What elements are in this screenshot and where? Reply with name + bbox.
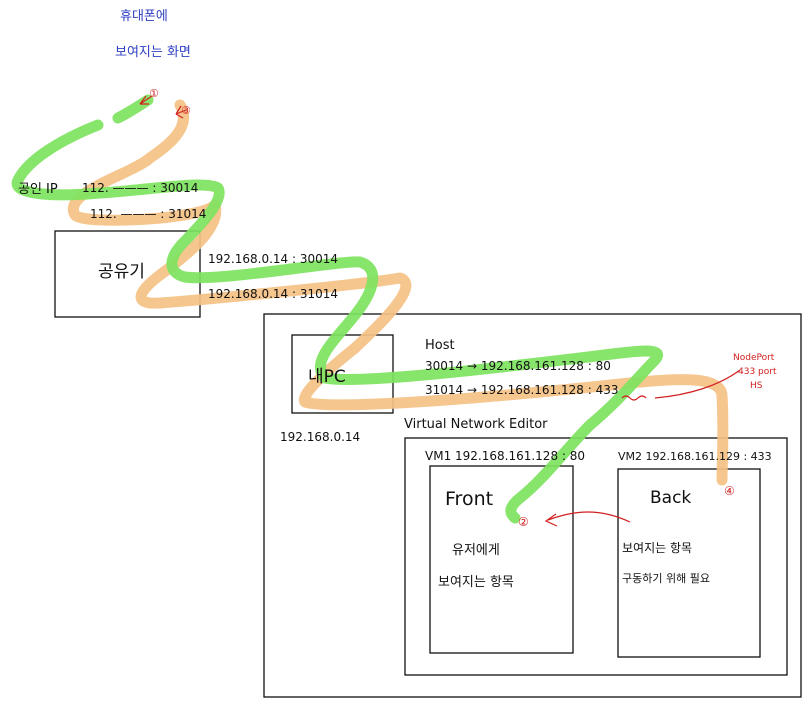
- vm1-desc-line1: 유저에게: [452, 543, 500, 558]
- my-pc-label: 내PC: [308, 367, 346, 387]
- public-ip-label: 공인 IP: [18, 182, 58, 197]
- router-green-port: 192.168.0.14 : 30014: [208, 252, 338, 266]
- nodeport-pointer-line: [654, 369, 741, 399]
- step1-marker: ①: [149, 87, 159, 100]
- my-pc-ip: 192.168.0.14: [280, 430, 360, 444]
- virtual-network-editor-label: Virtual Network Editor: [404, 417, 548, 432]
- green-traffic-path-2: [11, 119, 663, 524]
- nodeport-note-line3: HS: [750, 381, 763, 391]
- router-label: 공유기: [98, 262, 145, 282]
- vmware-box: [404, 437, 788, 676]
- host-box: [263, 313, 802, 698]
- green-traffic-path: [112, 94, 154, 124]
- vm1-box: [429, 465, 574, 654]
- vm1-app-name: Front: [445, 488, 493, 510]
- host-label: Host: [425, 338, 455, 353]
- step3-arrow: [175, 105, 187, 119]
- host-green-port-map: 30014 → 192.168.161.128 : 80: [425, 359, 611, 373]
- router-orange-port: 192.168.0.14 : 31014: [208, 287, 338, 301]
- vm2-app-name: Back: [650, 488, 691, 508]
- vm2-desc-line2: 구동하기 위해 필요: [622, 571, 710, 585]
- step1-arrow: [139, 95, 153, 105]
- public-ip-green-port: 112. ——— : 30014: [82, 181, 198, 195]
- nodeport-note-line1: NodePort: [733, 353, 775, 363]
- underline-433: [621, 395, 647, 401]
- step2-marker: ②: [518, 515, 529, 529]
- orange-traffic-path: [68, 99, 729, 486]
- vm2-title: VM2 192.168.161.129 : 433: [618, 450, 772, 463]
- vm2-box: [617, 468, 761, 658]
- phone-note-line2: 보여지는 화면: [115, 45, 191, 60]
- public-ip-orange-port: 112. ——— : 31014: [90, 207, 206, 221]
- phone-note-line1: 휴대폰에: [120, 9, 168, 24]
- back-to-front-arrowhead: [544, 513, 558, 527]
- nodeport-note-line2: 433 port: [738, 367, 777, 377]
- step4-marker: ④: [724, 484, 735, 498]
- vm1-title: VM1 192.168.161.128 : 80: [425, 449, 585, 463]
- host-orange-port-map: 31014 → 192.168.161.128 : 433: [425, 383, 619, 397]
- step3-marker: ③: [181, 104, 191, 117]
- vm2-desc-line1: 보여지는 항목: [622, 541, 692, 555]
- vm1-desc-line2: 보여지는 항목: [438, 575, 514, 590]
- back-to-front-arrow: [547, 511, 631, 523]
